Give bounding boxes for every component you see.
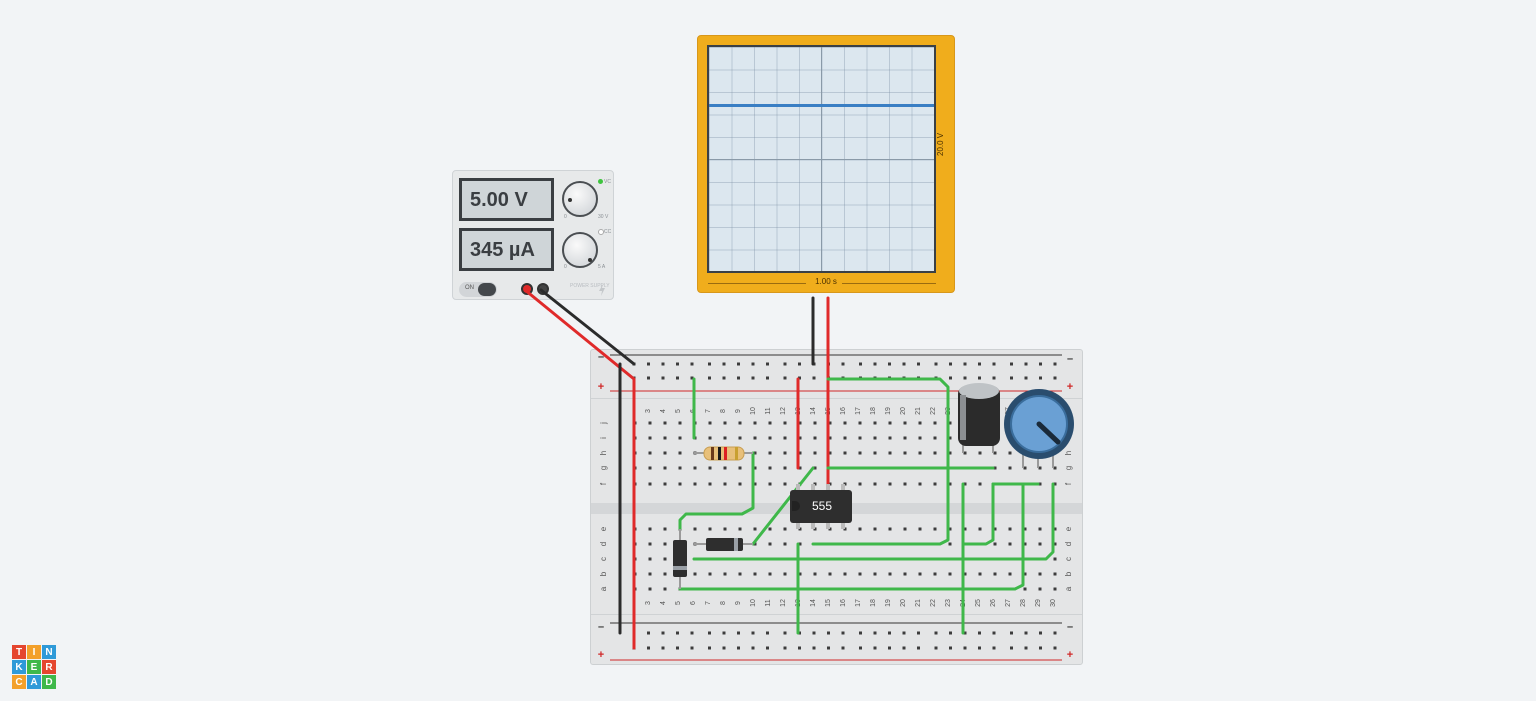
current-display: 345 µA [459,228,554,271]
knob2-min-label: 0 [564,264,567,270]
time-scale-line-left [708,283,806,284]
time-per-div-label: 1.00 s [815,277,837,286]
knob1-max-label: 30 V [598,214,609,220]
volts-per-div-label: 20.0 V [936,132,945,156]
screen-y-axis [821,47,822,271]
logo-letter: C [12,675,26,689]
ic-555-label: 555 [812,499,833,513]
current-knob[interactable] [562,232,598,268]
power-supply[interactable]: 5.00 V 345 µA VC CC 0 30 V 0 5 A ON POWE… [452,170,614,300]
time-scale-line-right [842,283,936,284]
rail-divider-top [591,398,1082,399]
rail-divider-bottom [591,614,1082,615]
lightning-icon [599,284,605,296]
switch-on-label: ON [465,285,474,291]
logo-letter: I [27,645,41,659]
tinkercad-logo: T I N K E R C A D [12,645,56,689]
logo-letter: R [42,660,56,674]
logo-letter: A [27,675,41,689]
cc-led-icon [598,229,604,235]
logo-letter: K [12,660,26,674]
oscilloscope[interactable]: 1.00 s 20.0 V [697,35,955,293]
voltage-display: 5.00 V [459,178,554,221]
logo-letter: D [42,675,56,689]
power-supply-brand: POWER SUPPLY [570,283,610,289]
knob2-max-label: 5 A [598,264,606,270]
ic-555-notch-icon [792,501,800,511]
positive-terminal[interactable] [521,283,533,295]
power-switch[interactable]: ON [459,282,497,297]
ic-555[interactable] [790,490,852,523]
cc-label: CC [604,229,612,235]
negative-terminal[interactable] [537,283,549,295]
oscilloscope-screen [707,45,936,273]
logo-letter: E [27,660,41,674]
knob1-min-label: 0 [564,214,567,220]
logo-letter: N [42,645,56,659]
signal-trace [709,104,934,108]
vc-label: VC [604,179,611,185]
logo-letter: T [12,645,26,659]
switch-knob[interactable] [478,283,496,296]
voltage-knob[interactable] [562,181,598,217]
vc-led-icon [598,179,603,184]
